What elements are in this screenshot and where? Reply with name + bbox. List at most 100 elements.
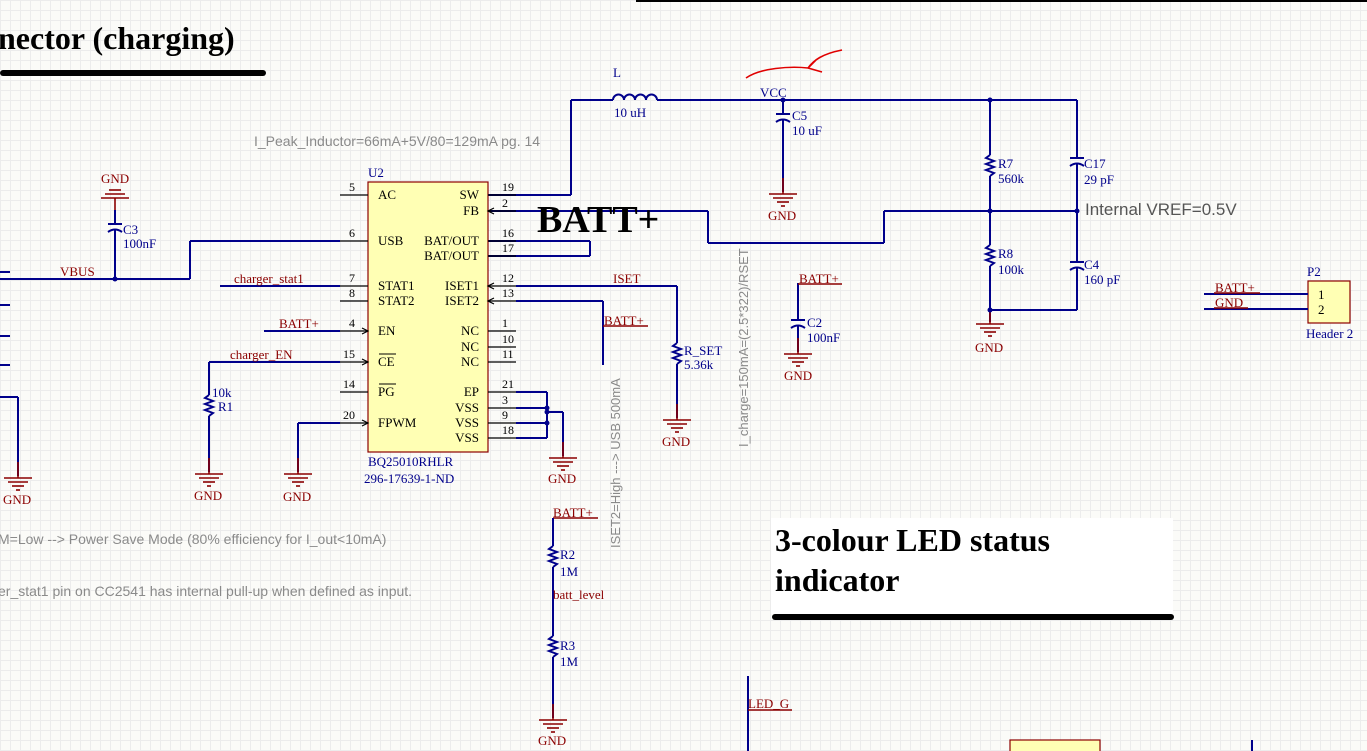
gnd-label-c3: GND: [101, 171, 129, 186]
pin-name-AC: AC: [378, 187, 396, 202]
note-peak-inductor: I_Peak_Inductor=66mA+5V/80=129mA pg. 14: [254, 133, 540, 149]
gnd-label-left: GND: [3, 492, 31, 507]
pin-num-12: 12: [502, 271, 514, 285]
note-fpwm: M=Low --> Power Save Mode (80% efficienc…: [0, 531, 386, 547]
section-title-charging: nector (charging): [0, 20, 235, 56]
capacitor-C2-value: 100nF: [807, 330, 840, 345]
pin-name-BAT-OUT-16: BAT/OUT: [424, 233, 479, 248]
gnd-label-c2: GND: [784, 368, 812, 383]
pin-num-5: 5: [349, 180, 355, 194]
resistor-R8-value: 100k: [998, 262, 1025, 277]
header-P2-designator: P2: [1307, 264, 1321, 279]
pin-num-9: 9: [502, 408, 508, 422]
pin-name-PG: PG: [378, 384, 395, 399]
pin-num-7: 7: [349, 271, 355, 285]
net-label-batt-level: batt_level: [553, 587, 605, 602]
pin-name-FB: FB: [463, 203, 479, 218]
net-label-iset: ISET: [613, 271, 641, 286]
pin-name-SW: SW: [460, 187, 480, 202]
pin-name-STAT2: STAT2: [378, 293, 415, 308]
net-label-batt-c2: BATT+: [799, 271, 839, 286]
resistor-R8-symbol[interactable]: [983, 244, 997, 267]
resistor-R2-symbol[interactable]: [546, 545, 560, 568]
pin-num-4: 4: [349, 316, 355, 330]
pin-name-CE: CE: [378, 354, 395, 369]
resistor-R2-value: 1M: [560, 564, 579, 579]
gnd-label-c5: GND: [768, 208, 796, 223]
resistor-R8-designator: R8: [998, 246, 1013, 261]
inductor-L-designator: L: [613, 65, 621, 80]
resistor-R7-designator: R7: [998, 156, 1014, 171]
resistor-R1-symbol[interactable]: [202, 394, 216, 417]
net-label-batt-p2: BATT+: [1215, 280, 1255, 295]
chip-designator: U2: [368, 165, 384, 180]
big-batt-label: BATT+: [537, 199, 659, 241]
header-P2-body[interactable]: [1307, 280, 1351, 324]
pin-name-ISET1: ISET1: [445, 278, 479, 293]
header-P2-value: Header 2: [1306, 326, 1353, 341]
pin-num-8: 8: [349, 286, 355, 300]
resistor-R_SET-symbol[interactable]: [670, 342, 684, 365]
pin-name-ISET2: ISET2: [445, 293, 479, 308]
red-annotation-scribble: [745, 49, 843, 79]
capacitor-C17-designator: C17: [1084, 156, 1106, 171]
capacitor-C4-value: 160 pF: [1084, 272, 1120, 287]
net-label-batt-iset2: BATT+: [604, 313, 644, 328]
pin-num-1: 1: [502, 316, 508, 330]
pin-num-14: 14: [343, 377, 355, 391]
inductor-L-symbol[interactable]: [612, 93, 658, 101]
resistor-R_SET-value: 5.36k: [684, 357, 714, 372]
capacitor-C3-value: 100nF: [123, 236, 156, 251]
pin-name-VSS-9: VSS: [455, 415, 479, 430]
capacitor-C3-designator: C3: [123, 222, 138, 237]
led-component-partial[interactable]: [1009, 739, 1101, 751]
pin-num-6: 6: [349, 226, 355, 240]
capacitor-C4-designator: C4: [1084, 257, 1100, 272]
pin-name-FPWM: FPWM: [378, 415, 417, 430]
net-label-led-g: LED_G: [748, 696, 789, 711]
capacitor-C17-value: 29 pF: [1084, 172, 1114, 187]
resistor-R3-designator: R3: [560, 638, 575, 653]
led-title-line2: indicator: [775, 562, 900, 598]
resistor-R7-symbol[interactable]: [983, 154, 997, 177]
net-label-charger-stat1: charger_stat1: [234, 271, 304, 286]
pin-num-13: 13: [502, 286, 514, 300]
resistor-R_SET-designator: R_SET: [684, 343, 722, 358]
pin-num-10: 10: [502, 332, 514, 346]
net-label-batt-r2: BATT+: [553, 505, 593, 520]
resistor-R1-value: 10k: [212, 385, 232, 400]
pin-name-VSS-3: VSS: [455, 400, 479, 415]
capacitor-C2-designator: C2: [807, 315, 822, 330]
resistor-R3-symbol[interactable]: [546, 635, 560, 658]
section-title-led: 3-colour LED status indicator: [775, 520, 1050, 600]
net-label-batt-en: BATT+: [279, 316, 319, 331]
pin-name-NC-1: NC: [461, 323, 479, 338]
chip-part-number: BQ25010RHLR: [368, 454, 454, 469]
pin-name-STAT1: STAT1: [378, 278, 415, 293]
title-underline-charging: [0, 70, 266, 76]
net-label-vcc: VCC: [760, 85, 787, 100]
note-iset2: ISET2=High ---> USB 500mA: [608, 378, 623, 548]
pin-num-16: 16: [502, 226, 514, 240]
resistor-R3-value: 1M: [560, 654, 579, 669]
title-underline-led: [772, 614, 1174, 620]
inductor-L-value: 10 uH: [614, 105, 646, 120]
net-label-gnd-p2: GND: [1215, 295, 1243, 310]
pin-num-3: 3: [502, 393, 508, 407]
chip-U2-body[interactable]: [367, 181, 489, 453]
chip-order-code: 296-17639-1-ND: [364, 471, 454, 486]
gnd-label-fpwm: GND: [283, 489, 311, 504]
pin-num-11: 11: [502, 347, 514, 361]
header-P2-pin1: 1: [1318, 287, 1325, 302]
pin-num-19: 19: [502, 180, 514, 194]
resistor-R1-designator: R1: [218, 399, 233, 414]
led-title-line1: 3-colour LED status: [775, 522, 1050, 558]
pin-num-20: 20: [343, 408, 355, 422]
note-icharge: I_charge=150mA=(2.5*322)/RSET: [736, 248, 751, 447]
capacitor-C5-value: 10 uF: [792, 123, 822, 138]
resistor-R7-value: 560k: [998, 171, 1025, 186]
capacitor-C5-designator: C5: [792, 108, 807, 123]
pin-name-EN: EN: [378, 323, 396, 338]
pin-num-15: 15: [343, 347, 355, 361]
